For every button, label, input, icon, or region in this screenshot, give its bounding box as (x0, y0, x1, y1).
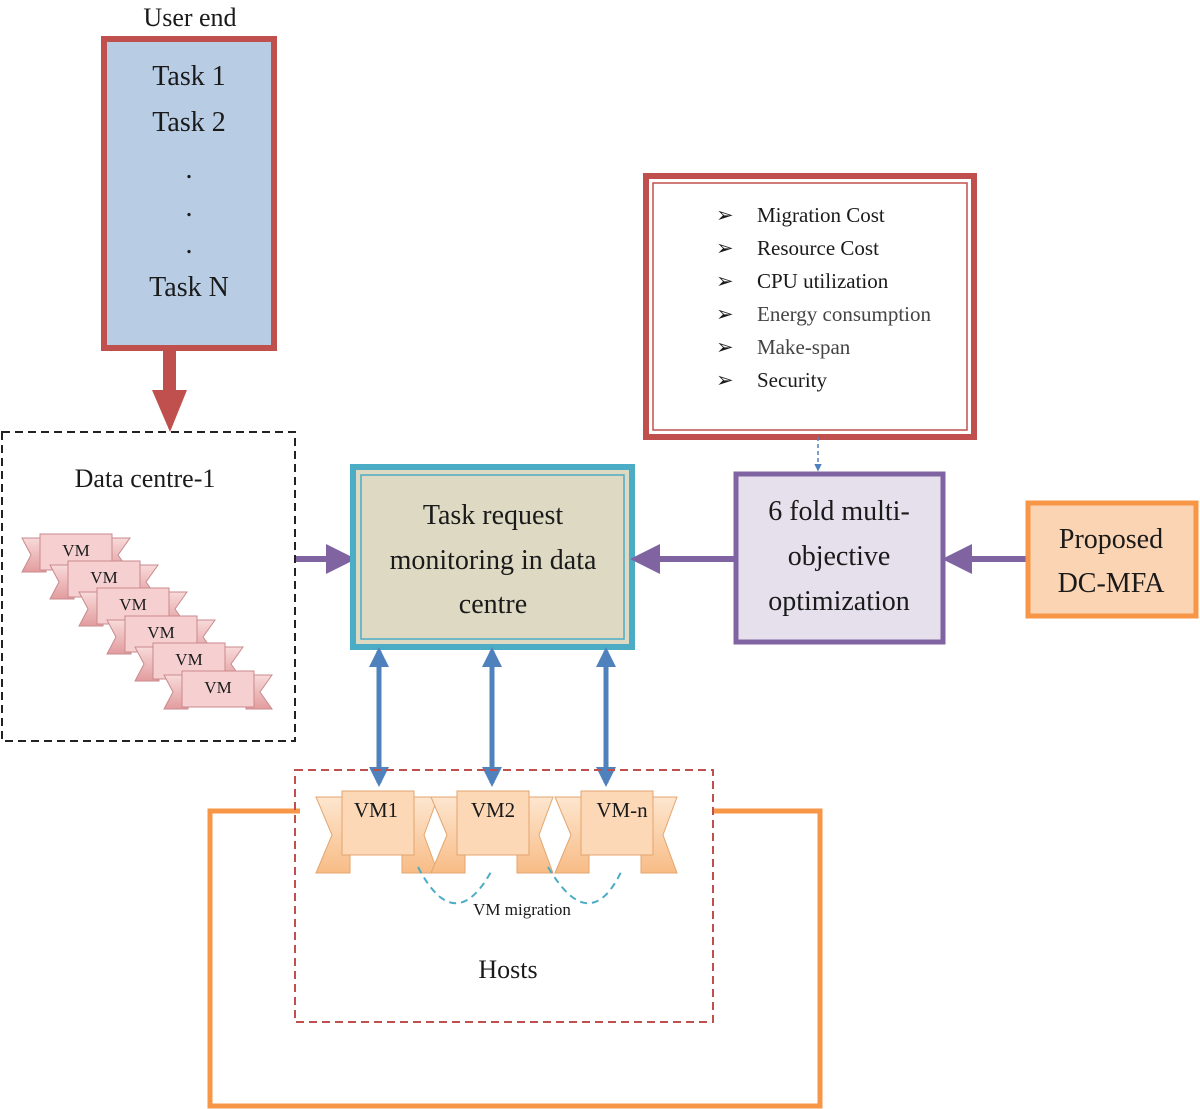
task-2: Task 2 (152, 107, 225, 138)
dc-vm-6: VM (163, 670, 273, 710)
hosts-feedback-loop (207, 808, 823, 1109)
monitor-line-3: centre (459, 589, 527, 620)
objective-bullet-icon: ➢ (716, 335, 734, 359)
host-vm-n-label: VM-n (596, 798, 648, 822)
proposed-line-2: DC-MFA (1058, 568, 1166, 599)
objective-label-3: CPU utilization (757, 269, 889, 293)
dc-vm-4: VM (106, 615, 216, 655)
dc-vm-1-label: VM (62, 541, 89, 560)
optimization-line-2: objective (788, 541, 891, 572)
monitor-line-2: monitoring in data (390, 545, 597, 576)
host-vm-2-label: VM2 (471, 798, 515, 822)
task-ellipsis-1: . (186, 154, 193, 185)
dc-vm-5: VM (134, 642, 244, 682)
objective-item-4: ➢ Energy consumption (716, 302, 932, 326)
dc-vm-3: VM (78, 587, 188, 627)
hosts-label: Hosts (478, 955, 537, 984)
hosts-box: Hosts (294, 769, 714, 1023)
monitor-line-1: Task request (423, 500, 564, 531)
objective-item-3: ➢ CPU utilization (716, 269, 889, 293)
dc-vm-2: VM (49, 560, 159, 600)
dc-vm-6-label: VM (204, 678, 231, 697)
objective-label-2: Resource Cost (757, 236, 879, 260)
objective-item-2: ➢ Resource Cost (716, 236, 879, 260)
task-monitoring-box: Task request monitoring in data centre (350, 464, 635, 650)
optimization-box: 6 fold multi- objective optimization (733, 471, 946, 645)
objective-item-6: ➢ Security (716, 368, 827, 392)
proposed-box: Proposed DC-MFA (1025, 500, 1199, 619)
vm-migration-label: VM migration (473, 900, 571, 919)
user-to-datacentre-arrow (152, 350, 187, 432)
vm-migration-arc-1 (417, 866, 493, 905)
objective-bullet-icon: ➢ (716, 203, 734, 227)
dc-vm-3-label: VM (119, 595, 146, 614)
dc-vm-5-label: VM (175, 650, 202, 669)
data-centre-label: Data centre-1 (75, 464, 216, 493)
objective-label-5: Make-span (757, 335, 851, 359)
optimization-line-1: 6 fold multi- (768, 496, 910, 527)
objective-bullet-icon: ➢ (716, 368, 734, 392)
host-vm-1: VM1 (315, 790, 439, 874)
task-ellipsis-2: . (186, 192, 193, 223)
optimization-line-3: optimization (768, 586, 910, 617)
objective-bullet-icon: ➢ (716, 236, 734, 260)
user-end-box: Task 1 Task 2 . . . Task N (101, 36, 277, 351)
task-n: Task N (149, 272, 229, 303)
dc-vm-4-label: VM (147, 623, 174, 642)
data-centre-box: Data centre-1 (1, 431, 296, 742)
task-1: Task 1 (152, 61, 225, 92)
objective-bullet-icon: ➢ (716, 302, 734, 326)
host-vm-n: VM-n (554, 790, 678, 874)
host-vm-1-label: VM1 (354, 798, 398, 822)
data-centre-vm-stack: VM VM VM VM VM VM (21, 533, 273, 710)
objective-label-4: Energy consumption (757, 302, 932, 326)
user-end-heading: User end (143, 3, 236, 32)
host-vm-2: VM2 (430, 790, 554, 874)
objective-item-5: ➢ Make-span (716, 335, 851, 359)
task-ellipsis-3: . (186, 229, 193, 260)
vm-migration-arc-2 (547, 866, 623, 905)
objective-item-1: ➢ Migration Cost (716, 203, 885, 227)
objective-label-6: Security (757, 368, 827, 392)
dc-vm-1: VM (21, 533, 131, 573)
proposed-line-1: Proposed (1059, 524, 1163, 555)
dc-vm-2-label: VM (90, 568, 117, 587)
objective-label-1: Migration Cost (757, 203, 885, 227)
objectives-box: ➢ Migration Cost ➢ Resource Cost ➢ CPU u… (643, 173, 977, 440)
objective-bullet-icon: ➢ (716, 269, 734, 293)
